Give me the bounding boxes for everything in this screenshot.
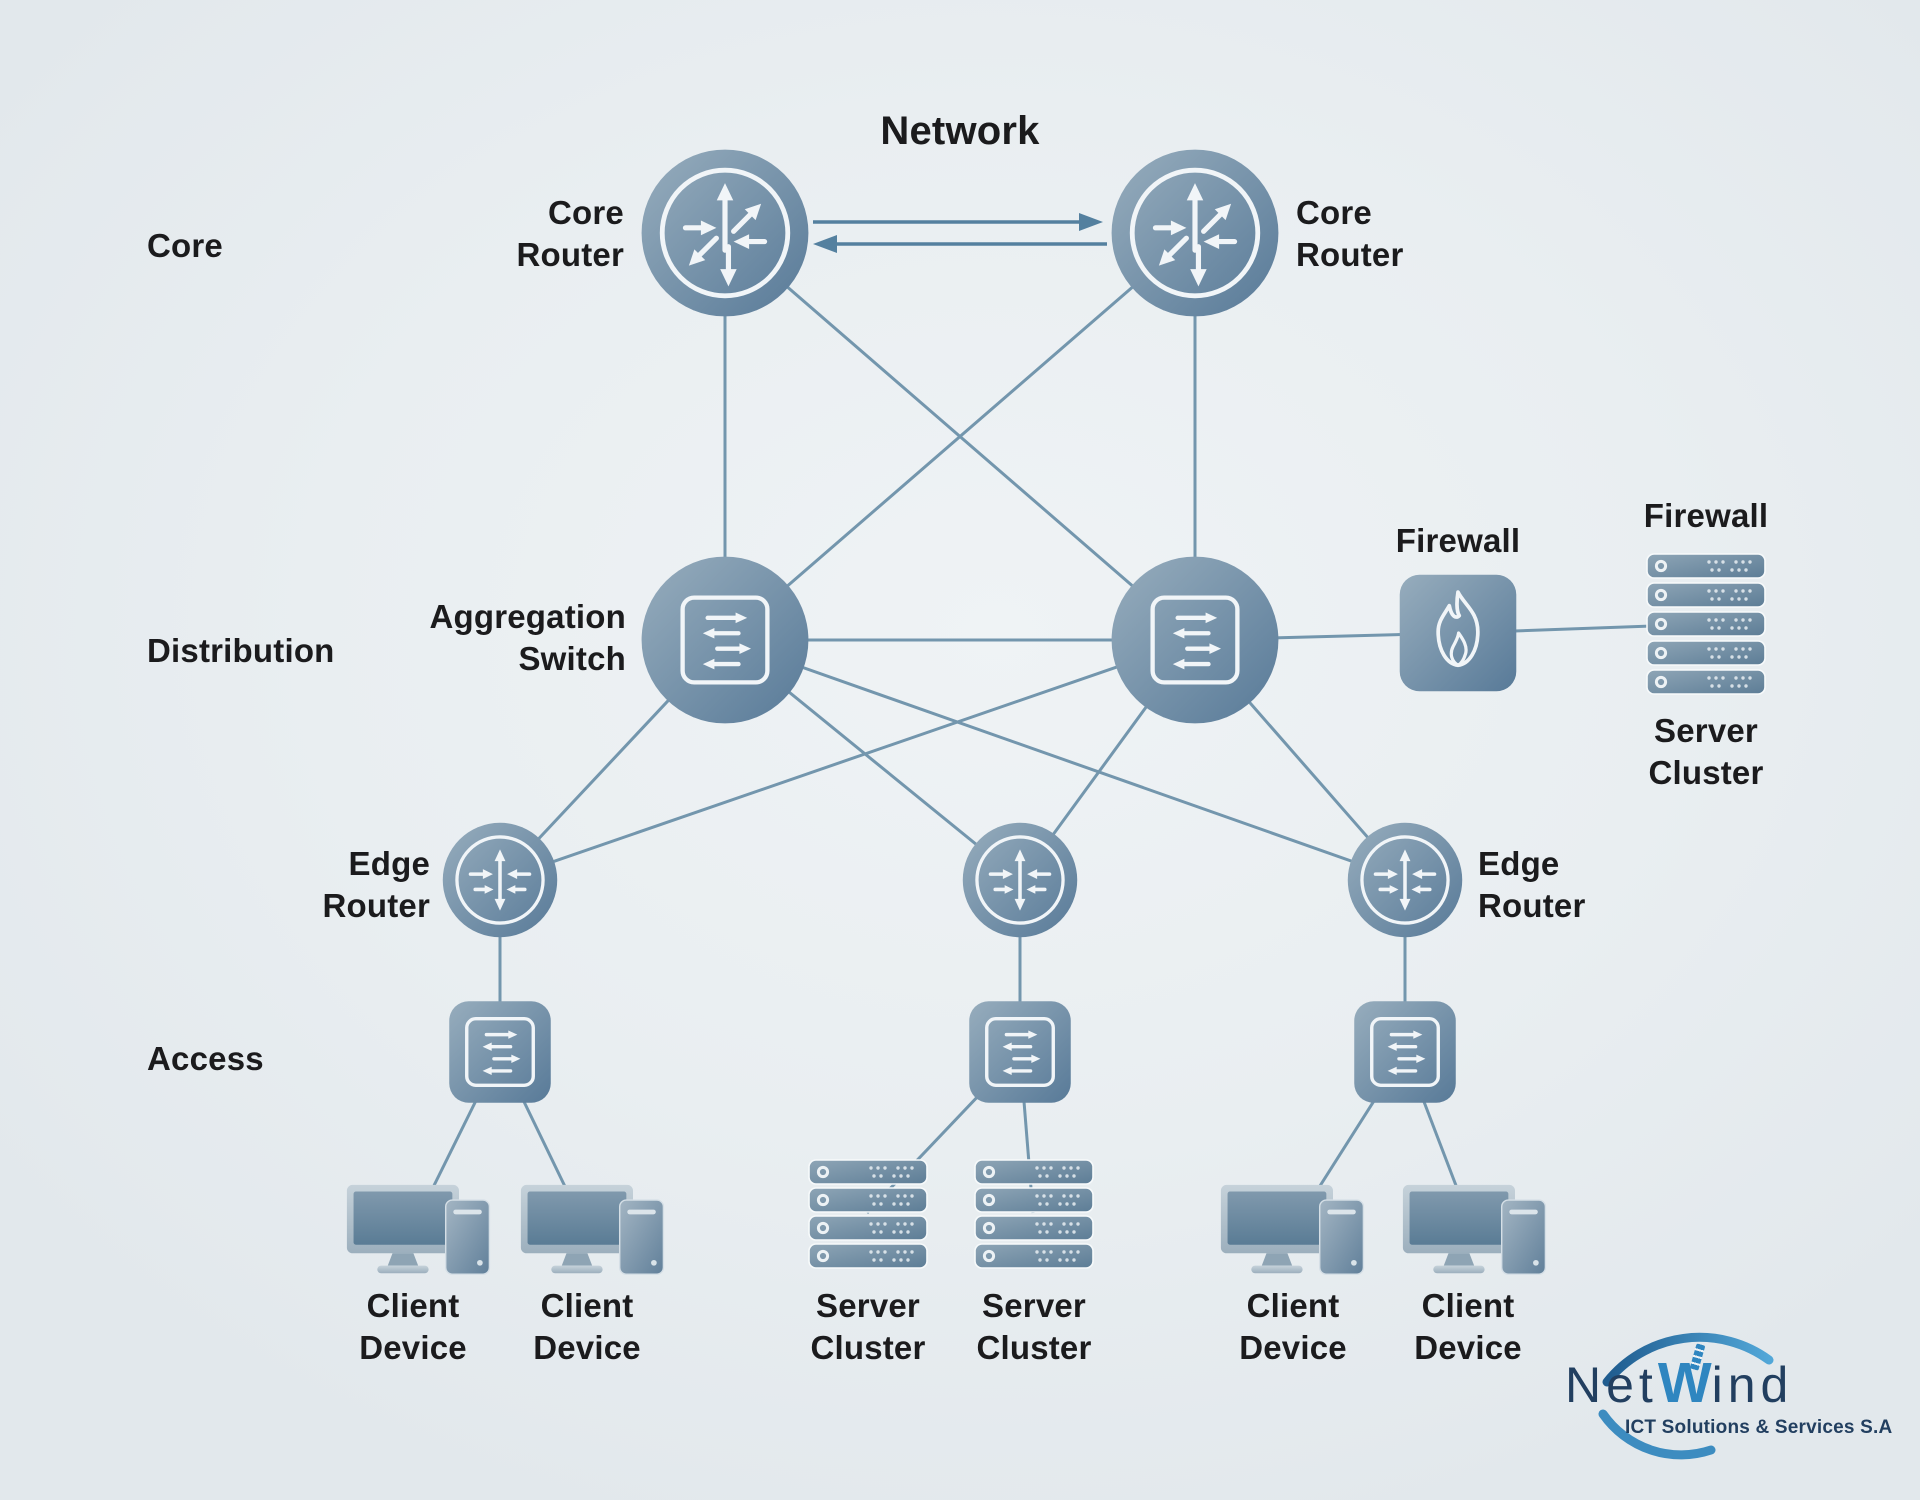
access-switch-middle switch-icon	[969, 1001, 1071, 1103]
distribution-switch-right switch-icon	[1112, 557, 1279, 724]
node-label-client-device-3: Client Device	[1239, 1287, 1347, 1366]
firewall flame-icon	[1397, 572, 1519, 694]
logo-text-ind: ind	[1711, 1357, 1794, 1413]
logo-wordmark: NetWind	[1565, 1343, 1794, 1416]
client-device-2 desktop-computer-icon	[520, 1184, 665, 1275]
layer-label-core: Core	[147, 227, 223, 264]
edge-router-right router-icon	[1346, 821, 1464, 939]
layer-label-distribution: Distribution	[147, 632, 335, 669]
edge-router-left router-icon	[441, 821, 559, 939]
node-label-edge-router-right: Edge Router	[1478, 845, 1586, 924]
client-device-1 desktop-computer-icon	[346, 1184, 491, 1275]
server-cluster-right server-stack-icon	[1645, 553, 1767, 695]
node-label-aggregation-switch: Aggregation Switch	[429, 598, 626, 677]
server-cluster-bottom-right server-stack-icon	[974, 1159, 1094, 1269]
node-label-client-device-4: Client Device	[1414, 1287, 1522, 1366]
edge-router-middle router-icon	[961, 821, 1079, 939]
logo-text-net: Net	[1565, 1357, 1658, 1413]
client-device-4 desktop-computer-icon	[1402, 1184, 1547, 1275]
diagram-title: Network	[880, 109, 1040, 153]
access-switch-left switch-icon	[449, 1001, 551, 1103]
core-router-right router-icon	[1112, 150, 1279, 317]
node-label-core-router-right: Core Router	[1296, 194, 1404, 273]
client-device-3 desktop-computer-icon	[1220, 1184, 1365, 1275]
node-label-firewall: Firewall	[1395, 522, 1521, 559]
logo-tagline: ICT Solutions & Services S.A	[1625, 1417, 1893, 1438]
nodes	[346, 150, 1767, 1275]
access-switch-right switch-icon	[1354, 1001, 1456, 1103]
aggregation-switch switch-icon	[642, 557, 809, 724]
logo-arc-top	[1602, 1332, 1774, 1387]
layer-label-access: Access	[147, 1040, 264, 1077]
logo-text-w: W	[1657, 1351, 1712, 1415]
logo-arcs	[1598, 1332, 1774, 1460]
node-label-server-cluster-bottom-right: Server Cluster	[976, 1287, 1092, 1366]
node-label-core-router-left: Core Router	[516, 194, 624, 273]
node-label-server-cluster-right: Server Cluster	[1648, 712, 1764, 791]
node-label-edge-router-left: Edge Router	[322, 845, 430, 924]
core-router-left router-icon	[642, 150, 809, 317]
node-label-client-device-2: Client Device	[533, 1287, 641, 1366]
netwind-logo: NetWind ICT Solutions & Services S.A	[1555, 1318, 1915, 1483]
node-label-client-device-1: Client Device	[359, 1287, 467, 1366]
node-label-server-cluster-bottom-left: Server Cluster	[810, 1287, 926, 1366]
label-firewall-above-stack: Firewall	[1643, 497, 1769, 534]
logo-arc-bottom	[1598, 1409, 1716, 1460]
server-cluster-bottom-left server-stack-icon	[808, 1159, 928, 1269]
